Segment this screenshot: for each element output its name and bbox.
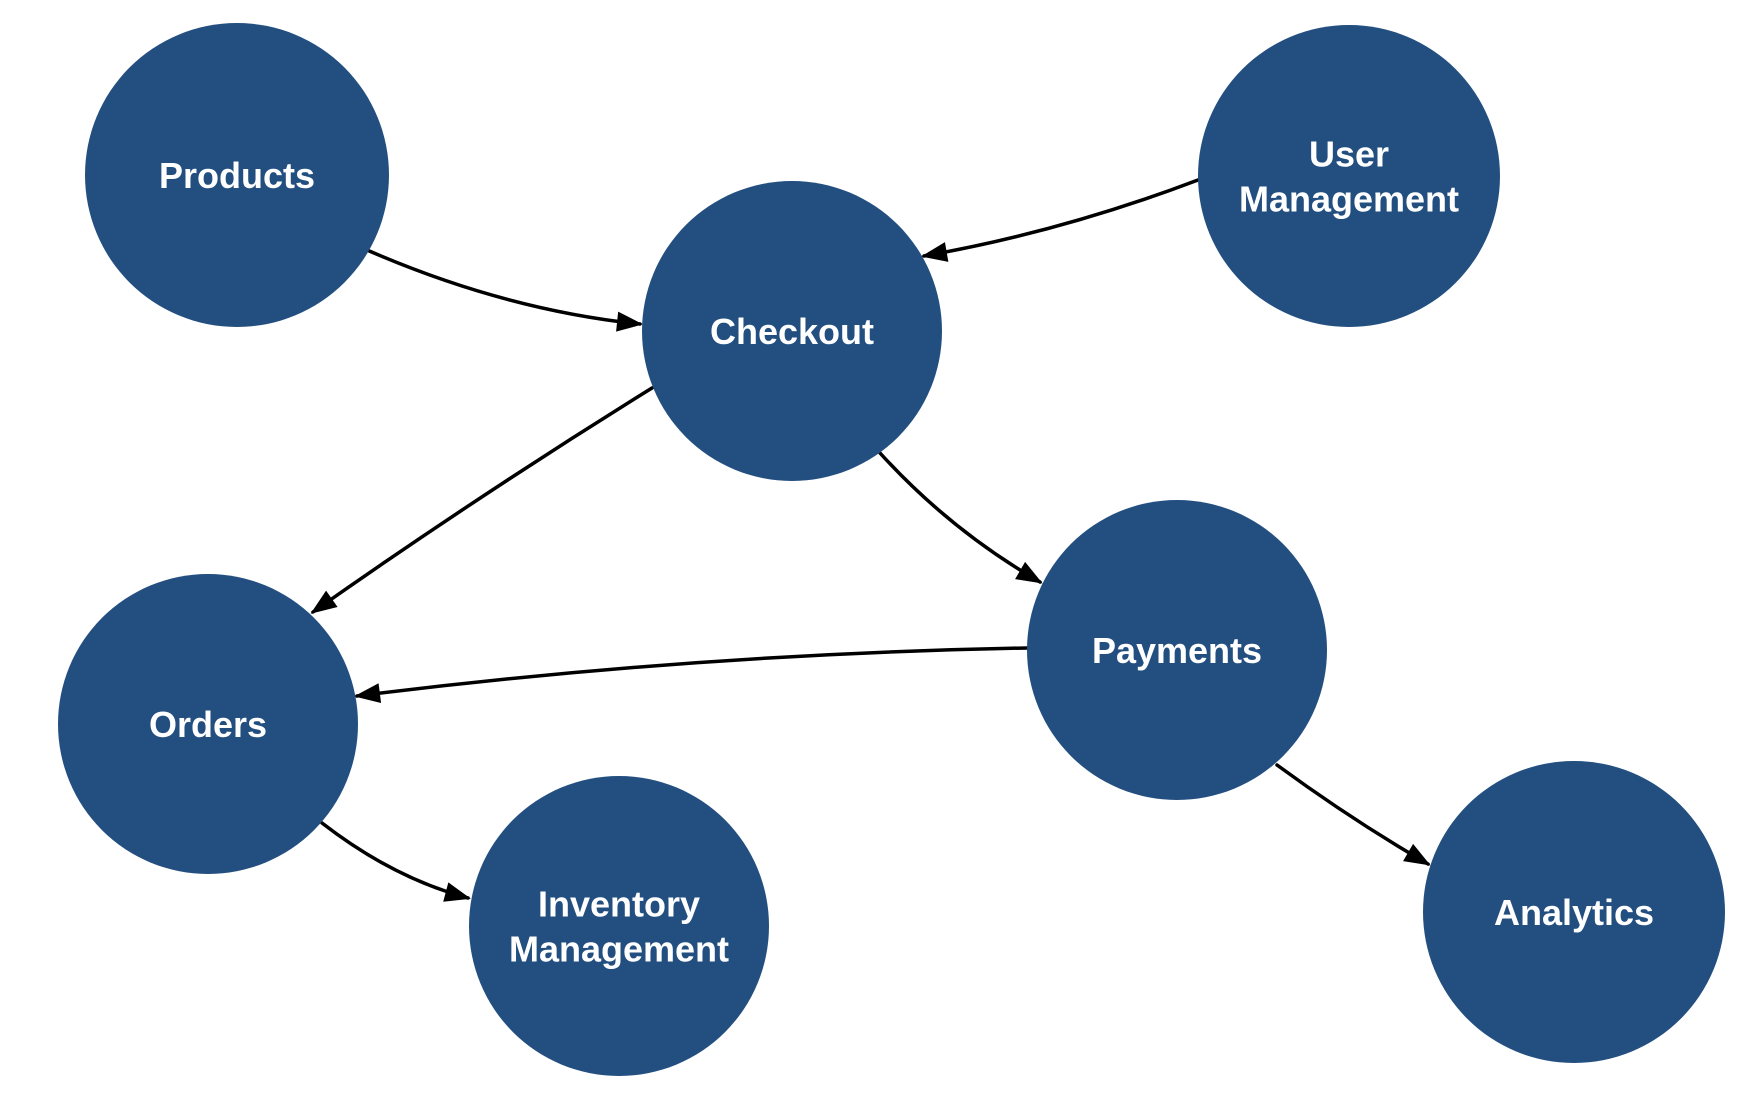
node-payments[interactable]: Payments <box>1027 500 1327 800</box>
edge-checkout-to-orders <box>310 386 654 614</box>
node-checkout[interactable]: Checkout <box>642 181 942 481</box>
user-management-circle[interactable] <box>1198 25 1500 327</box>
edge-products-to-checkout <box>365 248 643 332</box>
edge-payments-to-analytics <box>1275 763 1431 866</box>
payments-circle[interactable] <box>1027 500 1327 800</box>
edge-payments-to-orders <box>354 646 1029 704</box>
node-analytics[interactable]: Analytics <box>1423 761 1725 1063</box>
payments-label: Payments <box>1092 630 1262 671</box>
edge-checkout-to-payments <box>878 451 1043 584</box>
analytics-circle[interactable] <box>1423 761 1725 1063</box>
node-orders[interactable]: Orders <box>58 574 358 874</box>
analytics-label: Analytics <box>1494 892 1654 933</box>
products-label: Products <box>159 155 315 196</box>
orders-label: Orders <box>149 704 267 745</box>
checkout-circle[interactable] <box>642 181 942 481</box>
orders-circle[interactable] <box>58 574 358 874</box>
inventory-management-circle[interactable] <box>469 776 769 1076</box>
products-circle[interactable] <box>85 23 389 327</box>
node-products[interactable]: Products <box>85 23 389 327</box>
edge-orders-to-inventory-management <box>320 821 471 902</box>
checkout-label: Checkout <box>710 311 874 352</box>
edge-user-management-to-checkout <box>921 178 1200 262</box>
